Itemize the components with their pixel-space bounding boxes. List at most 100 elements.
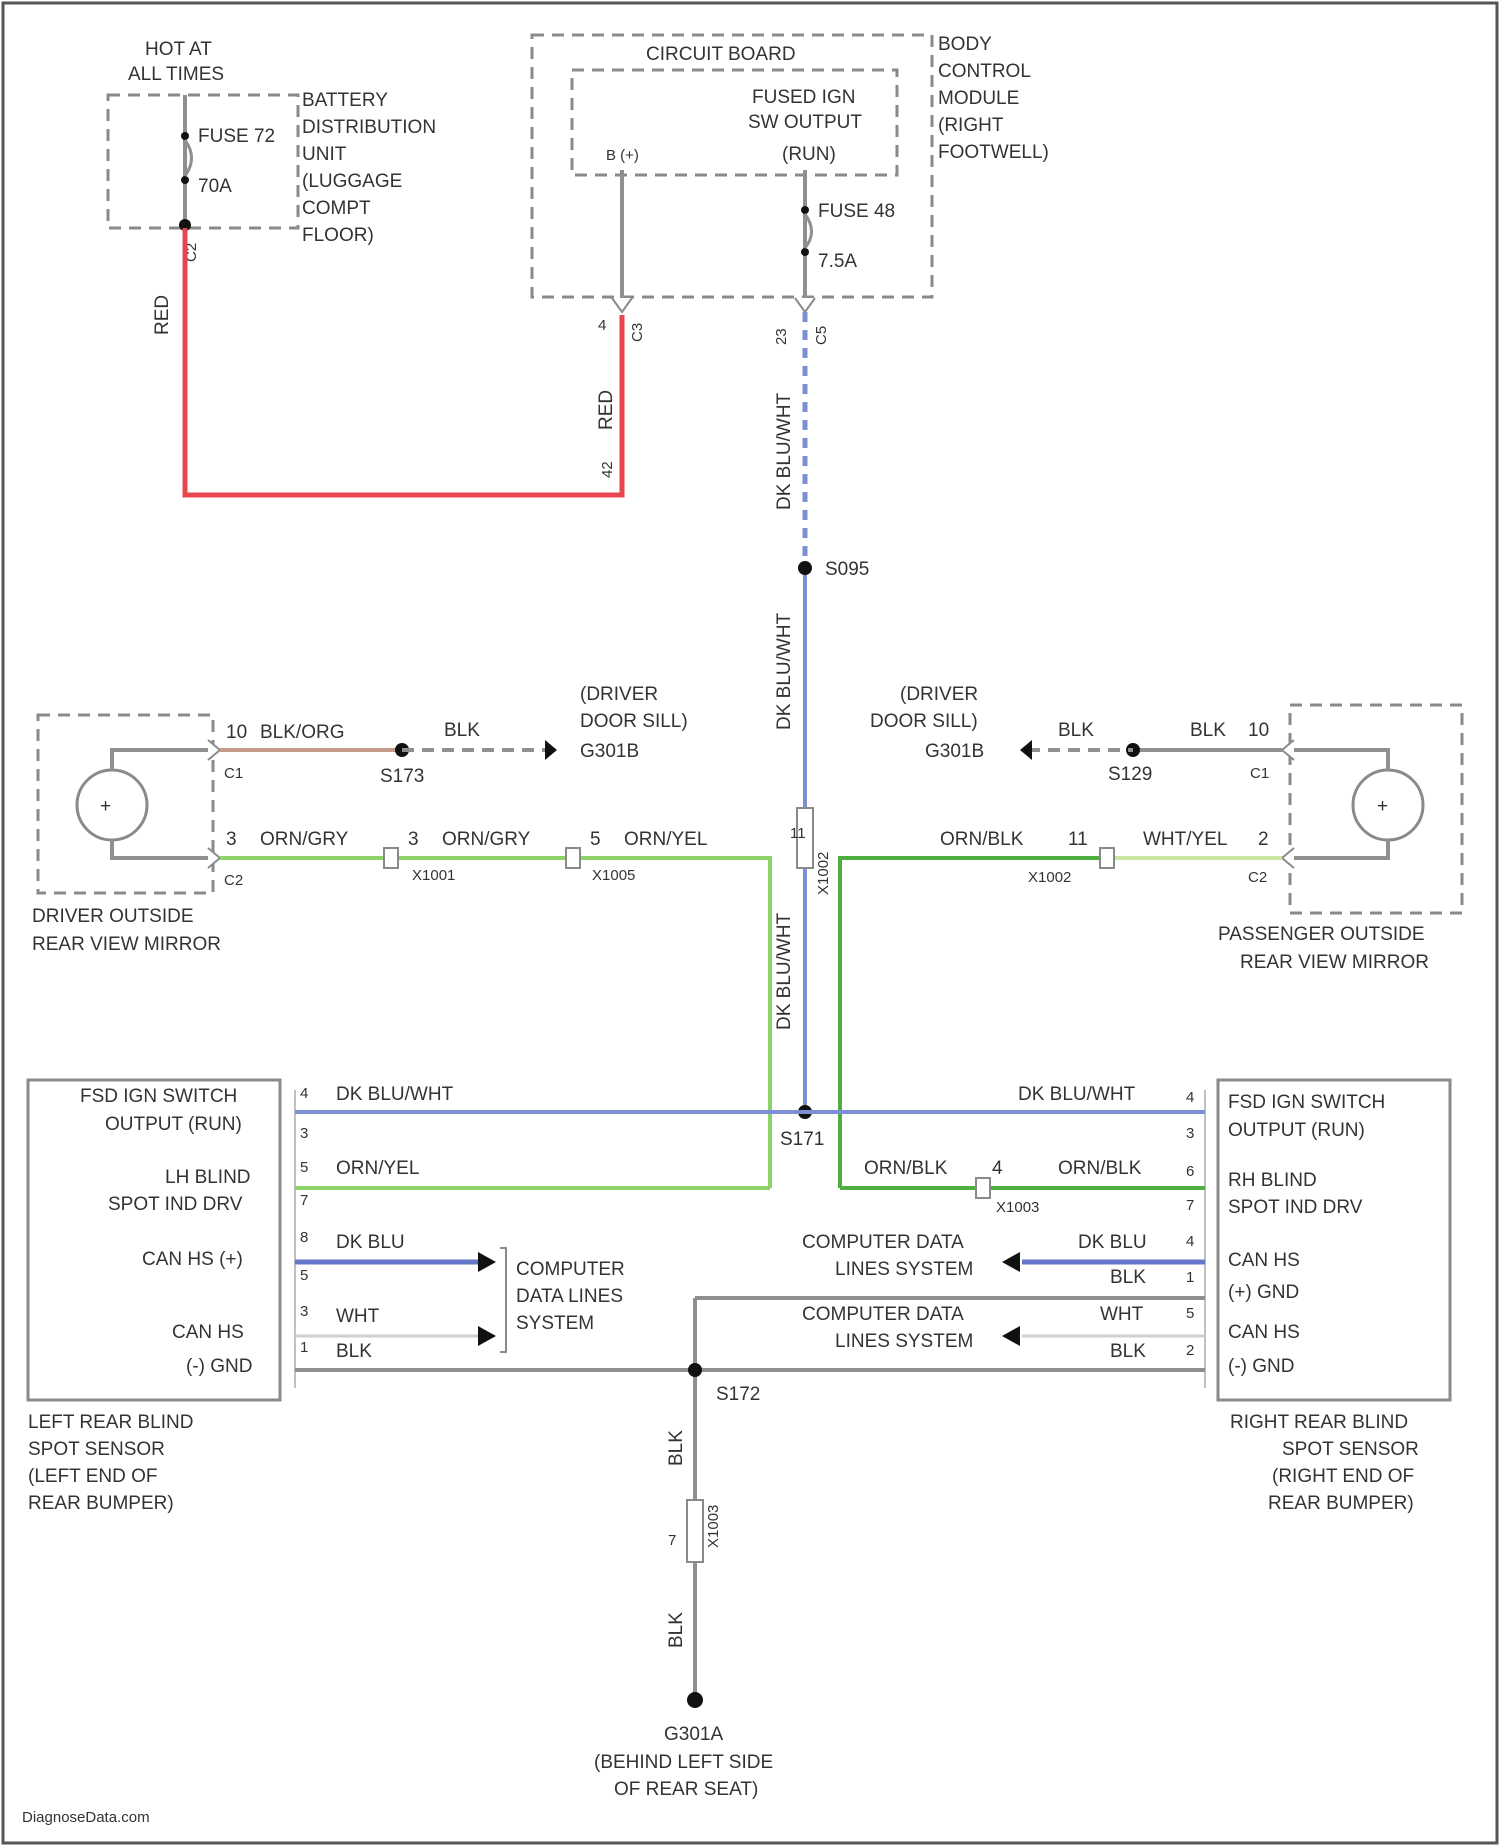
left-sensor-label-2: SPOT SENSOR — [28, 1439, 165, 1460]
battery-label-line-4: (LUGGAGE — [302, 171, 402, 192]
trunk-conn: X1002 — [815, 852, 832, 895]
right-pin-6: 1 — [1186, 1269, 1194, 1286]
ground-g301b-passenger-icon — [1020, 740, 1032, 760]
driver-mirror-bottom-pin: 3 — [226, 829, 237, 850]
left-sensor-lh-2: SPOT IND DRV — [108, 1194, 243, 1215]
right-can-low-arrow-icon — [1002, 1326, 1020, 1346]
passenger-mirror-label-1: PASSENGER OUTSIDE — [1218, 924, 1425, 945]
right-can-high-arrow-icon — [1002, 1252, 1020, 1272]
left-sensor-fsd-1: FSD IGN SWITCH — [80, 1086, 237, 1107]
left-cds-bracket — [500, 1248, 506, 1352]
fuse-48-terminal-top — [801, 206, 809, 214]
trunk-wire-label-lower: DK BLU/WHT — [774, 912, 795, 1030]
driver-ground-wire-label: BLK — [444, 720, 480, 741]
fuse-72-terminal-top — [181, 132, 189, 140]
right-sensor-label-2: SPOT SENSOR — [1282, 1439, 1419, 1460]
left-sensor-canhs: CAN HS — [172, 1322, 244, 1343]
passenger-mirror-top-conn: C1 — [1250, 765, 1269, 782]
splice-s095 — [798, 561, 812, 575]
passenger-mirror-internal-top — [1294, 750, 1388, 770]
x1002-label: X1002 — [1028, 869, 1071, 886]
fuse-72-name: FUSE 72 — [198, 126, 275, 147]
watermark: DiagnoseData.com — [22, 1809, 150, 1826]
x1005-connector — [566, 848, 580, 868]
left-sensor-canhs-plus: CAN HS (+) — [142, 1249, 243, 1270]
left-cds-1: COMPUTER — [516, 1259, 625, 1280]
right-pin-3: 6 — [1186, 1163, 1194, 1180]
left-sensor-fsd-2: OUTPUT (RUN) — [105, 1114, 242, 1135]
right-cds1-1: COMPUTER DATA — [802, 1232, 964, 1253]
page-frame — [3, 3, 1497, 1843]
bcm-c5-connector — [795, 298, 815, 312]
passenger-mirror-c1-connector — [1282, 740, 1294, 760]
left-pin-5: 8 — [300, 1229, 308, 1246]
right-sensor-rh-1: RH BLIND — [1228, 1170, 1317, 1191]
left-indicator-wire-label: ORN/YEL — [336, 1158, 419, 1179]
ground-loc-1: (BEHIND LEFT SIDE — [594, 1752, 773, 1773]
right-sensor-fsd-1: FSD IGN SWITCH — [1228, 1092, 1385, 1113]
right-fsd-wire-label: DK BLU/WHT — [1018, 1084, 1136, 1105]
right-sensor-minus-gnd: (-) GND — [1228, 1356, 1294, 1377]
left-fsd-wire-label: DK BLU/WHT — [336, 1084, 454, 1105]
right-pin-8: 2 — [1186, 1342, 1194, 1359]
right-sensor-label-1: RIGHT REAR BLIND — [1230, 1412, 1408, 1433]
bcm-left-conn: C3 — [629, 323, 646, 342]
bcm-left-pin: 4 — [598, 317, 606, 334]
driver-mirror-label-2: REAR VIEW MIRROR — [32, 934, 221, 955]
left-cds-3: SYSTEM — [516, 1313, 594, 1334]
driver-mirror-indicator-icon — [77, 770, 147, 840]
right-sensor-canhs-2: CAN HS — [1228, 1322, 1300, 1343]
battery-unit-box — [108, 95, 298, 228]
right-can-high-wire-label: DK BLU — [1078, 1232, 1147, 1253]
bcm-c3-connector — [612, 298, 632, 312]
left-ground-wire-label: BLK — [336, 1341, 372, 1362]
left-can-high-wire-label: DK BLU — [336, 1232, 405, 1253]
fuse-48-terminal-bottom — [801, 248, 809, 256]
driver-ground-id: G301B — [580, 741, 639, 762]
driver-mirror-top-conn: C1 — [224, 765, 243, 782]
ground-wire-lower-label: BLK — [666, 1612, 687, 1648]
right-cds2-2: LINES SYSTEM — [835, 1331, 973, 1352]
driver-mirror-bottom-conn: C2 — [224, 872, 243, 889]
battery-label-line-1: BATTERY — [302, 90, 388, 111]
x1005-pin: 5 — [590, 829, 601, 850]
left-sensor-label-4: REAR BUMPER) — [28, 1493, 174, 1514]
fuse-72-terminal-bottom — [181, 176, 189, 184]
bcm-label-line-2: CONTROL — [938, 61, 1031, 82]
passenger-mirror-icon-glyph: + — [1377, 796, 1388, 817]
ground-g301a: S172 BLK 7 X1003 BLK G301A (BEHIND LEFT … — [594, 1298, 773, 1800]
passenger-blk-label-2: BLK — [1190, 720, 1226, 741]
right-pin-1: 4 — [1186, 1089, 1194, 1106]
battery-label-line-2: DISTRIBUTION — [302, 117, 436, 138]
driver-mirror-bottom-wire: ORN/GRY — [260, 829, 349, 850]
right-pin-7: 5 — [1186, 1305, 1194, 1322]
x1003-connector — [976, 1178, 990, 1198]
left-pin-2: 3 — [300, 1125, 308, 1142]
driver-mirror-internal-bottom — [112, 840, 208, 858]
passenger-mirror-bottom-conn: C2 — [1248, 869, 1267, 886]
bcm-output-line-3: (RUN) — [782, 144, 836, 165]
left-pin-7: 3 — [300, 1303, 308, 1320]
driver-ground-label-1: (DRIVER — [580, 684, 658, 705]
bcm-output-line-2: SW OUTPUT — [748, 112, 862, 133]
right-indicator-wire-label: ORN/BLK — [864, 1158, 948, 1179]
trunk-pin: 11 — [790, 825, 806, 842]
splice-s173-label: S173 — [380, 766, 424, 787]
right-sensor-plus-gnd: (+) GND — [1228, 1282, 1299, 1303]
fuse-48-name: FUSE 48 — [818, 201, 895, 222]
passenger-mirror-bottom-wire: WHT/YEL — [1143, 829, 1227, 850]
left-rear-blind-spot-sensor: FSD IGN SWITCH OUTPUT (RUN) LH BLIND SPO… — [28, 1080, 805, 1514]
driver-ground-label-2: DOOR SILL) — [580, 711, 688, 732]
driver-mirror-icon-glyph: + — [100, 796, 111, 817]
splice-s172 — [688, 1363, 702, 1377]
left-can-high-arrow-icon — [478, 1252, 496, 1272]
bcm-right-conn: C5 — [813, 326, 830, 345]
bcm-output-line-1: FUSED IGN — [752, 87, 855, 108]
x1001-connector — [384, 848, 398, 868]
x1005-label: X1005 — [592, 867, 635, 884]
passenger-ground-id: G301B — [925, 741, 984, 762]
battery-distribution-unit: HOT AT ALL TIMES FUSE 72 70A BATTERY DIS… — [108, 39, 436, 335]
trunk-wire-label-mid: DK BLU/WHT — [774, 612, 795, 730]
